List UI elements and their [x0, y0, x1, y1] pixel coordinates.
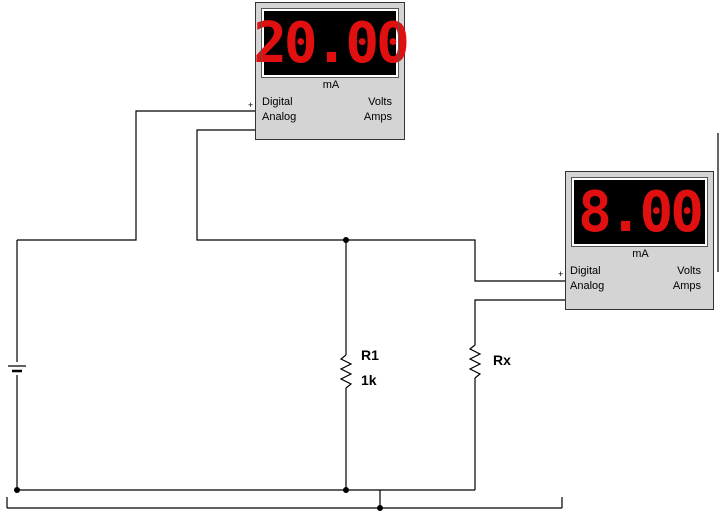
meter-1-display: 20.00 [253, 8, 410, 78]
junction-dot [14, 487, 20, 493]
meter-2-mode-digital[interactable]: Digital [570, 265, 601, 277]
meter-1-reading: 20.00 [253, 10, 410, 76]
meter-2-plus-terminal: + [558, 269, 564, 279]
ammeter-2[interactable]: 8.00 mA Digital Analog Volts Amps [565, 171, 714, 310]
meter-2-reading: 8.00 [578, 179, 704, 245]
r1-value-label: 1k [361, 372, 377, 388]
r1-resistor [339, 354, 353, 389]
ammeter-1[interactable]: 20.00 mA Digital Analog Volts Amps [253, 2, 410, 140]
meter-2-mode-analog[interactable]: Analog [570, 280, 605, 292]
meter-1-type-volts[interactable]: Volts [368, 96, 392, 108]
meter-1-unit: mA [322, 79, 340, 91]
meter-2-type-amps[interactable]: Amps [672, 280, 701, 292]
meter-2-type-volts[interactable]: Volts [677, 265, 701, 277]
meter-1-mode-digital[interactable]: Digital [262, 96, 293, 108]
junction-dot [377, 505, 383, 511]
r1-name-label: R1 [361, 347, 379, 363]
meter-1-plus-terminal: + [248, 100, 254, 110]
battery-symbol [8, 365, 26, 373]
junction-dot [343, 487, 349, 493]
wire-left-top [17, 110, 255, 241]
meter-1-mode-analog[interactable]: Analog [262, 111, 297, 123]
wire-rx-top [474, 299, 565, 345]
meter-1-type-amps[interactable]: Amps [363, 111, 392, 123]
meter-2-unit: mA [632, 248, 649, 260]
meter-2-display: 8.00 [571, 177, 708, 247]
wire-meter1-out [196, 129, 565, 282]
junction-dot [343, 237, 349, 243]
rx-name-label: Rx [493, 352, 511, 368]
rx-resistor [468, 344, 482, 379]
